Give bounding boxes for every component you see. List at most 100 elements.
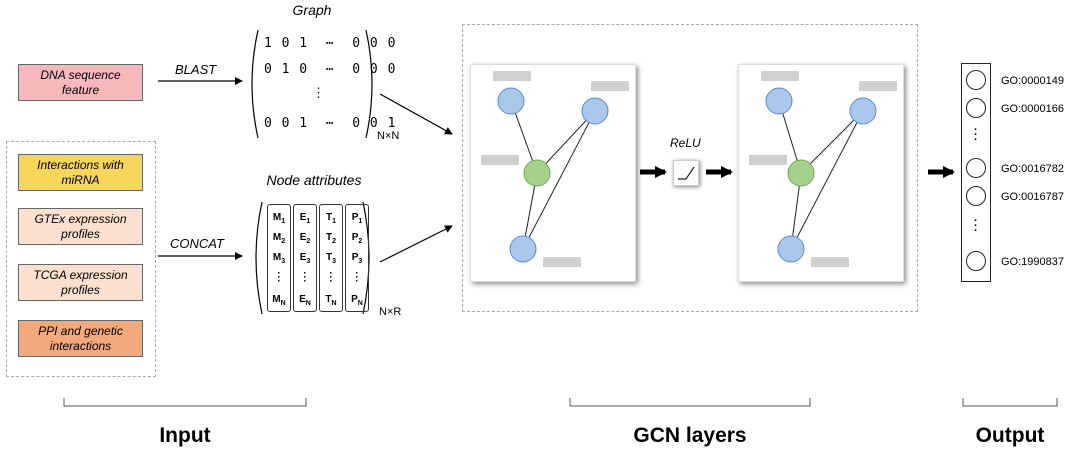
node-label-placeholder [481,155,519,165]
node-label-placeholder [811,257,849,267]
graph-edge [790,110,864,250]
go-term-label-1: GO:0000149 [1001,75,1064,87]
attribute-cell: E2 [294,232,316,245]
attribute-cell: M2 [268,232,290,245]
attribute-cell: PN [346,294,368,307]
attribute-subscript: 2 [306,238,311,245]
gcn-group-frame [462,24,918,312]
attribute-letter: P [351,212,359,223]
attribute-subscript: 3 [358,258,363,265]
node-label-placeholder [543,257,581,267]
attribute-letter: P [351,232,359,243]
attribute-cell: EN [294,294,316,307]
node-label-placeholder [493,71,531,81]
attribute-subscript: 3 [332,258,336,265]
output-vector [961,63,991,282]
graph-node-blue [497,87,525,115]
graph-edge [800,110,864,174]
attribute-column-m [267,204,291,312]
attribute-ellipsis: ··· [277,268,281,287]
gcn-graph-1 [481,71,629,267]
graph-edge [536,110,596,174]
attribute-subscript: 2 [332,238,336,245]
node-attributes-title: Node attributes [266,172,362,188]
graph-matrix-row-2: 0 1 0 ⋯ 0 0 0 [264,62,397,77]
concat-label: CONCAT [170,236,224,251]
attribute-cell: TN [320,294,342,307]
graph-title: Graph [292,2,332,18]
gcn-layer-panel-1 [470,64,636,282]
relu-icon [673,160,699,186]
graph-node-green [787,159,815,187]
attribute-letter: E [299,212,307,223]
graph-node-green [523,159,551,187]
attribute-cell: T2 [320,232,342,245]
attribute-column-t [319,204,343,312]
output-ellipsis-2: ··· [974,215,978,237]
attribute-subscript: 2 [281,238,286,245]
graph-edge [522,110,596,250]
attribute-ellipsis: ··· [303,268,307,287]
attribute-letter: T [325,294,332,305]
gcn-brace [569,398,811,407]
input-section-label: Input [159,424,211,447]
blast-label: BLAST [175,62,217,77]
graph-matrix-row-4: 0 0 1 ⋯ 0 0 1 [264,116,397,131]
attribute-cell: T3 [320,252,342,265]
ppi-genetic-interactions-label: PPI and genetic interactions [38,323,123,353]
input-brace [63,398,307,407]
attribute-subscript: 1 [281,218,286,225]
mirna-interactions-box: Interactions with miRNA [18,154,143,191]
output-node-1 [966,70,986,90]
output-node-5 [966,251,986,271]
output-brace [962,398,1058,407]
go-term-label-4: GO:0016787 [1001,191,1064,203]
attribute-cell: P2 [346,232,368,245]
attribute-subscript: 2 [358,238,363,245]
attribute-letter: M [272,212,282,223]
node-label-placeholder [749,155,787,165]
gtex-expression-label: GTEx expression profiles [34,211,127,241]
attribute-cell: E1 [294,212,316,225]
attribute-cell: P1 [346,212,368,225]
attribute-subscript: 1 [306,218,311,225]
attribute-letter: E [299,252,307,263]
graph-node-blue [849,97,877,125]
go-term-label-5: GO:1990837 [1001,256,1064,268]
node-attributes-dimension-label: N×R [379,306,402,318]
gtex-expression-box: GTEx expression profiles [18,208,143,245]
attribute-letter: T [325,212,333,223]
output-node-4 [966,186,986,206]
graph-node-blue [765,87,793,115]
dna-sequence-feature-box: DNA sequence feature [18,64,143,101]
input-group-frame [6,141,156,377]
attribute-cell: M1 [268,212,290,225]
attribute-subscript: 1 [358,218,363,225]
attribute-subscript: N [331,300,337,307]
attribute-cell: T1 [320,212,342,225]
attribute-letter: P [351,294,358,305]
attribute-column-p [345,204,369,312]
attribute-letter: T [325,252,333,263]
graph-node-blue [581,97,609,125]
graph-node-blue [509,235,537,263]
mirna-interactions-label: Interactions with miRNA [37,157,124,187]
graph-matrix-row-3: ⋮ [312,86,326,101]
graph-matrix-row-1: 1 0 1 ⋯ 0 0 0 [264,36,397,51]
relu-curve [678,166,695,180]
attrs-left-bracket [255,201,263,315]
attribute-letter: T [325,232,333,243]
attribute-cell: MN [268,294,290,307]
attribute-subscript: N [305,300,311,307]
attribute-subscript: 1 [332,218,336,225]
tcga-expression-box: TCGA expression profiles [18,264,143,301]
dna-sequence-feature-label: DNA sequence feature [40,67,121,97]
gcn-layers-section-label: GCN layers [633,424,747,447]
attribute-column-e [293,204,317,312]
graph-node-blue [777,235,805,263]
attribute-cell: M3 [268,252,290,265]
relu-label: ReLU [670,136,701,150]
gcn-layer-panel-2 [738,64,904,282]
graph-dimension-label: N×N [377,130,400,142]
